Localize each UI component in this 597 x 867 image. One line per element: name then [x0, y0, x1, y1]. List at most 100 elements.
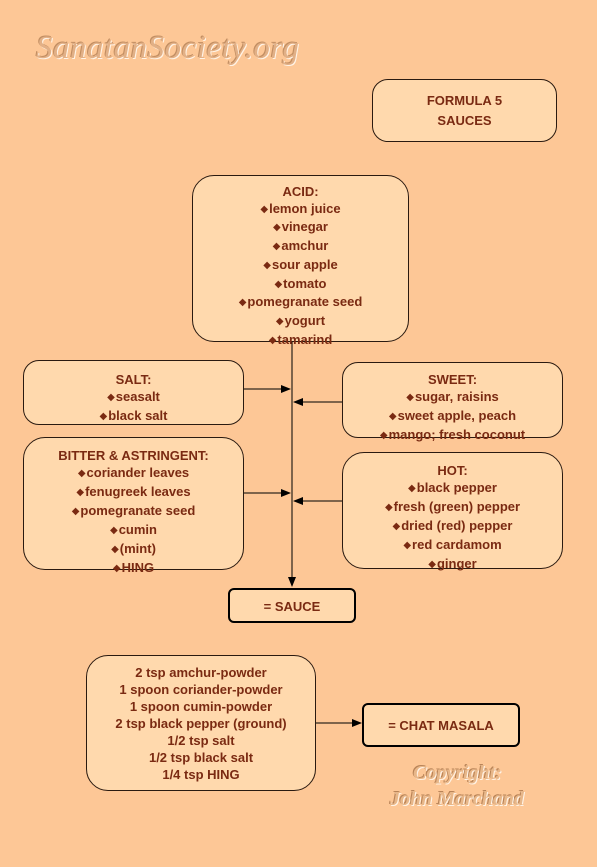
list-item: ◆coriander leaves — [24, 464, 243, 483]
list-item: 2 tsp amchur-powder — [87, 664, 315, 681]
acid-list: ◆lemon juice◆vinegar◆amchur◆sour apple◆t… — [193, 201, 408, 351]
list-item: ◆seasalt — [24, 388, 243, 407]
hot-list: ◆black pepper◆fresh (green) pepper◆dried… — [343, 479, 562, 574]
list-item: ◆ginger — [343, 555, 562, 574]
salt-list: ◆seasalt◆black salt — [24, 388, 243, 426]
bullet-icon: ◆ — [263, 259, 271, 271]
bullet-icon: ◆ — [238, 297, 247, 309]
bullet-icon: ◆ — [107, 392, 115, 403]
list-item-text: red cardamom — [412, 537, 502, 552]
bullet-icon: ◆ — [112, 563, 121, 574]
hot-box: HOT: ◆black pepper◆fresh (green) pepper◆… — [342, 452, 563, 571]
list-item-text: yogurt — [284, 312, 326, 328]
bitter-title: BITTER & ASTRINGENT: — [58, 448, 209, 463]
bullet-icon: ◆ — [110, 525, 118, 536]
bullet-icon: ◆ — [275, 315, 284, 327]
bitter-list: ◆coriander leaves◆fenugreek leaves◆pomeg… — [24, 464, 243, 578]
list-item: ◆sweet apple, peach — [343, 407, 562, 426]
formula-title: SAUCES — [437, 113, 492, 128]
bullet-icon: ◆ — [76, 487, 85, 498]
bitter-box: BITTER & ASTRINGENT: ◆coriander leaves◆f… — [23, 437, 244, 575]
list-item-text: seasalt — [115, 389, 160, 404]
list-item-text: ginger — [436, 556, 477, 571]
list-item: ◆black pepper — [343, 479, 562, 498]
list-item: ◆sugar, raisins — [343, 388, 562, 407]
bullet-icon: ◆ — [384, 502, 393, 513]
list-item-text: coriander leaves — [86, 465, 190, 480]
list-item: ◆dried (red) pepper — [343, 517, 562, 536]
list-item-text: amchur — [281, 238, 329, 254]
bullet-icon: ◆ — [99, 411, 108, 422]
list-item-text: 1 spoon coriander-powder — [119, 682, 283, 697]
list-item: ◆cumin — [24, 521, 243, 540]
bullet-icon: ◆ — [379, 430, 388, 441]
bullet-icon: ◆ — [111, 544, 119, 555]
copyright-line2: John Marchand — [390, 788, 524, 810]
list-item-text: 1/2 tsp black salt — [148, 750, 254, 765]
chat-masala-label: = CHAT MASALA — [388, 718, 494, 733]
sauce-result-box: = SAUCE — [228, 588, 356, 623]
list-item-text: black salt — [108, 408, 168, 423]
list-item: ◆red cardamom — [343, 536, 562, 555]
list-item: ◆fenugreek leaves — [24, 483, 243, 502]
list-item: ◆tamarind — [193, 332, 408, 351]
bullet-icon: ◆ — [388, 411, 397, 422]
list-item: ◆(mint) — [24, 540, 243, 559]
list-item-text: mango; fresh coconut — [388, 427, 526, 442]
bullet-icon: ◆ — [268, 334, 277, 346]
hot-title: HOT: — [437, 463, 468, 478]
chat-masala-box: = CHAT MASALA — [362, 703, 520, 747]
watermark: SanatanSociety.org — [36, 30, 300, 66]
list-item: 2 tsp black pepper (ground) — [87, 715, 315, 732]
list-item: ◆fresh (green) pepper — [343, 498, 562, 517]
list-item: ◆amchur — [193, 238, 408, 257]
list-item-text: sweet apple, peach — [397, 408, 517, 423]
list-item-text: fenugreek leaves — [85, 484, 191, 499]
list-item: ◆pomegranate seed — [24, 502, 243, 521]
bullet-icon: ◆ — [428, 559, 436, 570]
list-item: ◆yogurt — [193, 313, 408, 332]
list-item: ◆black salt — [24, 407, 243, 426]
list-item: ◆HING — [24, 559, 243, 578]
list-item: ◆lemon juice — [193, 201, 408, 220]
list-item-text: fresh (green) pepper — [393, 499, 521, 514]
list-item: ◆sour apple — [193, 257, 408, 276]
list-item: 1/4 tsp HING — [87, 766, 315, 783]
list-item-text: tamarind — [277, 331, 333, 347]
list-item-text: 1/2 tsp salt — [167, 733, 235, 748]
list-item-text: dried (red) pepper — [401, 518, 513, 533]
list-item-text: tomato — [283, 275, 327, 291]
list-item-text: 1 spoon cumin-powder — [129, 699, 273, 714]
formula-number: FORMULA 5 — [426, 93, 503, 108]
list-item-text: 1/4 tsp HING — [162, 767, 240, 782]
acid-title: ACID: — [282, 184, 319, 199]
list-item-text: vinegar — [281, 219, 328, 235]
list-item: ◆pomegranate seed — [193, 294, 408, 313]
list-item: 1/2 tsp black salt — [87, 749, 315, 766]
list-item: ◆vinegar — [193, 219, 408, 238]
bullet-icon: ◆ — [392, 521, 401, 532]
bullet-icon: ◆ — [273, 222, 281, 234]
bullet-icon: ◆ — [406, 392, 414, 403]
sweet-list: ◆sugar, raisins◆sweet apple, peach◆mango… — [343, 388, 562, 445]
acid-box: ACID: ◆lemon juice◆vinegar◆amchur◆sour a… — [192, 175, 409, 347]
bullet-icon: ◆ — [71, 506, 80, 517]
sweet-title: SWEET: — [427, 372, 478, 387]
salt-box: SALT: ◆seasalt◆black salt — [23, 360, 244, 425]
salt-title: SALT: — [115, 372, 152, 387]
list-item: 1 spoon coriander-powder — [87, 681, 315, 698]
list-item-text: pomegranate seed — [247, 294, 363, 310]
list-item-text: 2 tsp black pepper (ground) — [115, 716, 287, 731]
list-item: 1/2 tsp salt — [87, 732, 315, 749]
list-item-text: black pepper — [416, 480, 497, 495]
bullet-icon: ◆ — [272, 241, 281, 253]
list-item-text: pomegranate seed — [80, 503, 196, 518]
list-item: ◆mango; fresh coconut — [343, 426, 562, 445]
list-item: 1 spoon cumin-powder — [87, 698, 315, 715]
sauce-result-label: = SAUCE — [263, 599, 321, 614]
copyright-line1: Copyright: — [413, 762, 502, 784]
list-item-text: sour apple — [271, 256, 338, 272]
